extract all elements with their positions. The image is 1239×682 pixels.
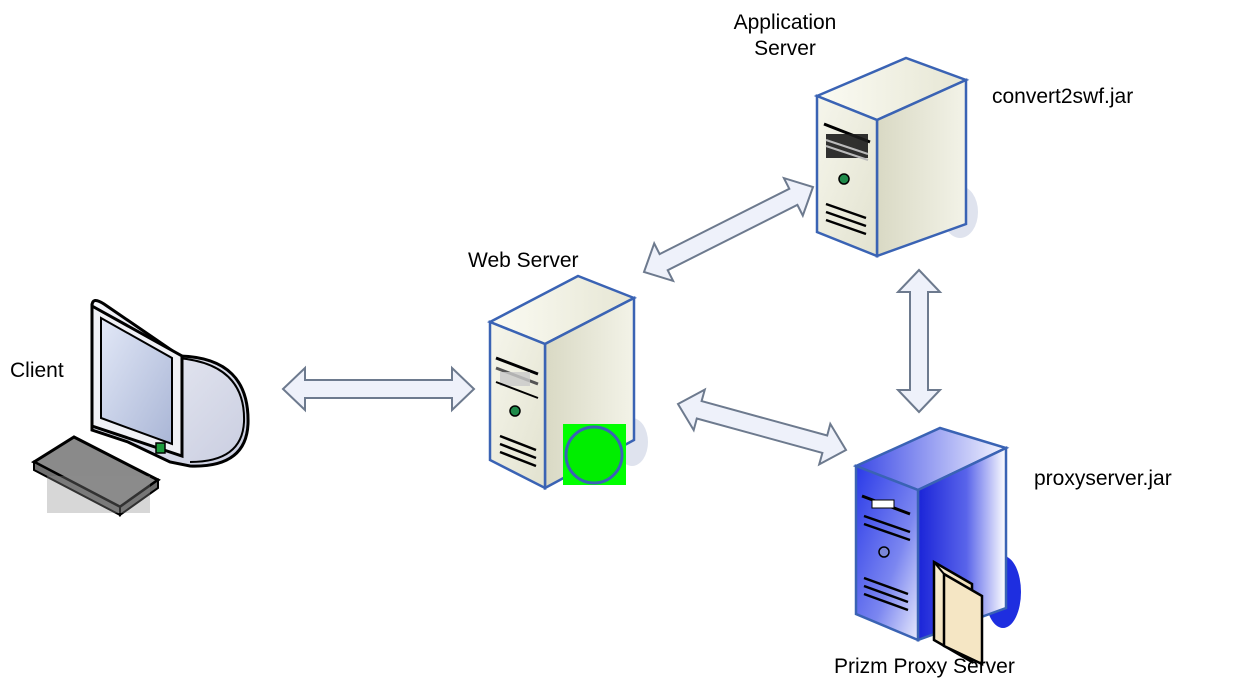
- application-server-icon: [813, 56, 978, 258]
- arrow-web-proxy: [676, 387, 848, 467]
- folder-icon: [932, 559, 984, 666]
- client-label: Client: [10, 359, 64, 382]
- proxy-server-label: Prizm Proxy Server: [834, 655, 1015, 678]
- web-server-label: Web Server: [468, 249, 579, 272]
- client-computer-icon: [30, 299, 250, 517]
- status-indicator-circle: [564, 425, 624, 485]
- application-server-label-line2: Server: [754, 37, 816, 60]
- arrow-web-app: [642, 176, 815, 283]
- connection-arrows: [281, 176, 943, 467]
- arrow-client-web: [281, 365, 476, 413]
- proxy-server-file-label: proxyserver.jar: [1034, 467, 1172, 490]
- proxy-server-icon: [852, 426, 1021, 666]
- app-server-file-label: convert2swf.jar: [992, 85, 1134, 108]
- application-server-label: Application Server: [722, 10, 848, 62]
- arrow-app-proxy: [895, 268, 943, 414]
- application-server-label-line1: Application: [733, 11, 837, 34]
- web-server-icon: [487, 274, 648, 491]
